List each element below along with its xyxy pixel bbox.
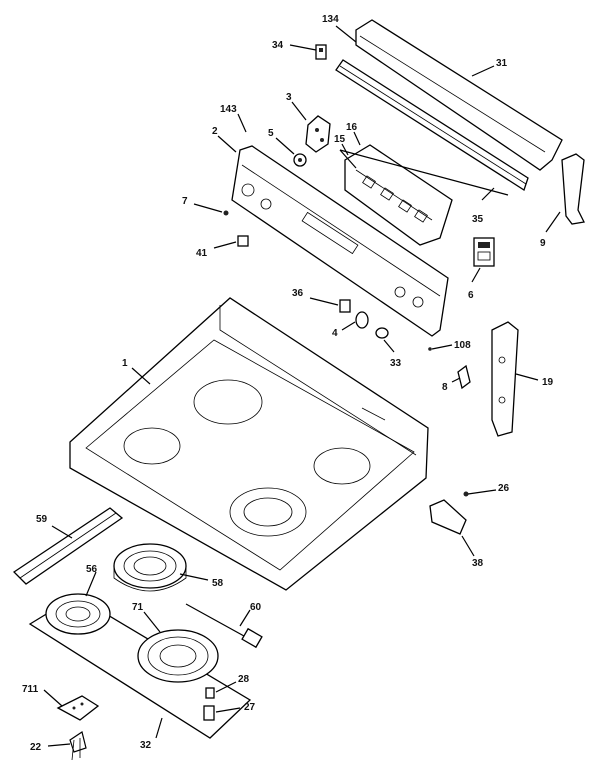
- bracket-9: [561, 153, 585, 225]
- callout-26: 26: [498, 483, 510, 494]
- screw-26: [463, 491, 469, 497]
- callout-60: 60: [250, 602, 262, 613]
- callout-134: 134: [322, 14, 339, 25]
- callout-33: 33: [390, 358, 402, 369]
- clip-8: [457, 364, 471, 390]
- callout-38: 38: [472, 558, 484, 569]
- trim-piece-31: [355, 19, 563, 171]
- callout-8: 8: [442, 382, 448, 393]
- surface-element-56: [45, 593, 111, 635]
- callout-71: 71: [132, 602, 144, 613]
- clock-module-16: [339, 144, 453, 246]
- side-bracket-19: [491, 321, 519, 437]
- connector-27: [203, 705, 215, 721]
- callout-1: 1: [122, 358, 128, 369]
- callout-32: 32: [140, 740, 152, 751]
- switch-6: [473, 237, 495, 267]
- clip-34: [315, 44, 327, 60]
- rail-59: [12, 507, 124, 585]
- cord-60: [185, 603, 263, 649]
- wire-harness-22: [69, 731, 87, 761]
- switch-41: [237, 235, 249, 247]
- bracket-3: [305, 115, 331, 153]
- callout-7: 7: [182, 196, 188, 207]
- latch-38: [429, 499, 467, 535]
- callout-59: 59: [36, 514, 48, 525]
- cooktop-1: [69, 297, 429, 591]
- callout-143: 143: [220, 104, 237, 115]
- callout-15: 15: [334, 134, 346, 145]
- callout-19: 19: [542, 377, 554, 388]
- leader-lines: [43, 25, 561, 747]
- callout-5: 5: [268, 128, 274, 139]
- surface-element-58: [113, 543, 187, 592]
- screw-108: [428, 347, 432, 351]
- callout-3: 3: [286, 92, 292, 103]
- trim-strip-134: [335, 59, 529, 191]
- callout-27: 27: [244, 702, 256, 713]
- callout-711: 711: [22, 684, 39, 695]
- control-panel-2: [231, 145, 449, 337]
- clip-36: [339, 299, 351, 313]
- callout-31: 31: [496, 58, 508, 69]
- burner-opening: [123, 427, 181, 465]
- callout-34: 34: [272, 40, 284, 51]
- screw-7: [223, 210, 229, 216]
- burner-opening: [229, 487, 307, 537]
- callout-58: 58: [212, 578, 224, 589]
- callout-22: 22: [30, 742, 42, 753]
- callout-41: 41: [196, 248, 208, 259]
- callout-16: 16: [346, 122, 358, 133]
- callout-4: 4: [332, 328, 338, 339]
- callout-28: 28: [238, 674, 250, 685]
- surface-element-71: [137, 629, 219, 683]
- callout-6: 6: [468, 290, 474, 301]
- callout-2: 2: [212, 126, 218, 137]
- callout-35: 35: [472, 214, 484, 225]
- burner-opening: [193, 379, 263, 425]
- burner-opening: [313, 447, 371, 485]
- part-33: [375, 327, 389, 339]
- receptacle-711: [56, 695, 100, 721]
- callouts: 134 34 31 3 143 16 15 5 2 7 35 9 41 6 36…: [22, 14, 554, 753]
- knob-5: [293, 153, 307, 167]
- connector-28: [205, 687, 215, 699]
- callout-108: 108: [454, 340, 471, 351]
- callout-9: 9: [540, 238, 546, 249]
- rail-35: [339, 149, 509, 196]
- knob-4: [355, 311, 369, 329]
- callout-56: 56: [86, 564, 98, 575]
- callout-36: 36: [292, 288, 304, 299]
